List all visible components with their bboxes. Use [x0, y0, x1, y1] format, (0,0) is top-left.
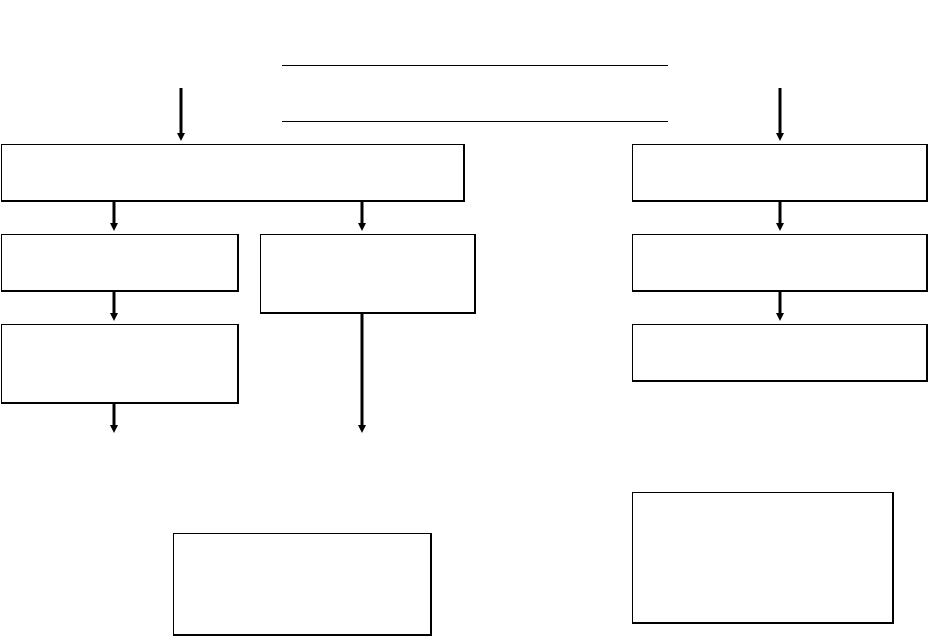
right-box-2 [632, 234, 928, 292]
bottom-right-box [632, 492, 894, 624]
title-bottom-rule [282, 121, 668, 122]
left-branch-a-box-1 [1, 234, 239, 292]
left-main-box [1, 144, 465, 202]
left-branch-a-box-2 [1, 324, 239, 404]
diagram-title [282, 67, 668, 121]
right-box-3 [632, 324, 928, 382]
right-box-1 [632, 144, 928, 202]
left-branch-b-box-1 [260, 234, 476, 314]
title-top-rule [282, 65, 668, 66]
bottom-left-box [173, 533, 432, 636]
